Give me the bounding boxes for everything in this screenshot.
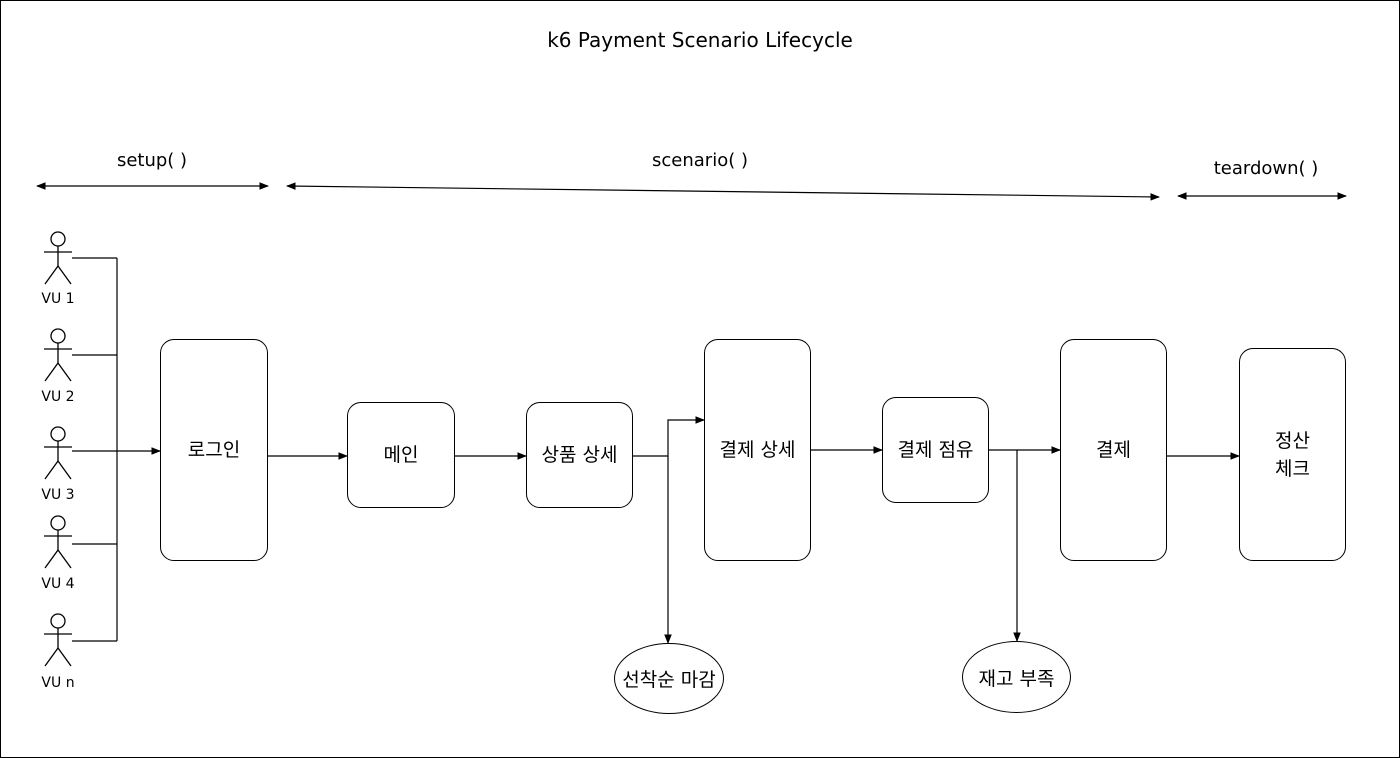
step-login-label: 로그인: [187, 439, 241, 461]
actor-label: VU 3: [41, 487, 75, 503]
step-product-detail: 상품 상세: [526, 402, 633, 508]
actor-vu4-icon: [44, 515, 72, 569]
outcome-out-of-stock: 재고 부족: [962, 641, 1071, 713]
actor-connectors: [72, 257, 118, 642]
actor-label: VU 2: [41, 389, 75, 405]
step-payment-label: 결제: [1096, 439, 1131, 461]
outcome-sold-out-label: 선착순 마감: [622, 669, 716, 691]
step-login: 로그인: [160, 339, 268, 561]
phase-label-scenario: scenario( ): [652, 150, 748, 171]
step-payment-hold: 결제 점유: [882, 397, 989, 503]
actor-vu2-icon: [44, 328, 72, 382]
actor-vu1-icon: [44, 231, 72, 285]
actor-vu3-icon: [44, 426, 72, 480]
actor-label: VU 1: [41, 291, 75, 307]
arrow-product-to-payment-detail: [633, 416, 705, 457]
step-settlement-check-label: 정산 체크: [1275, 429, 1310, 480]
actor-label: VU 4: [41, 576, 75, 592]
actor-label: VU n: [41, 675, 75, 691]
step-settlement-check: 정산 체크: [1239, 348, 1346, 561]
actor-vun-icon: [44, 613, 72, 667]
phase-label-teardown: teardown( ): [1213, 158, 1319, 179]
phase-label-setup: setup( ): [116, 150, 188, 171]
step-payment: 결제: [1060, 339, 1167, 561]
step-payment-hold-label: 결제 점유: [897, 439, 974, 461]
outcome-sold-out: 선착순 마감: [614, 643, 724, 714]
step-main-label: 메인: [383, 444, 419, 466]
outcome-out-of-stock-label: 재고 부족: [978, 667, 1055, 690]
step-main: 메인: [347, 402, 455, 508]
step-payment-detail-label: 결제 상세: [719, 439, 796, 461]
step-product-detail-label: 상품 상세: [541, 444, 618, 466]
scenario-range-arrow: [286, 182, 1160, 201]
diagram-title: k6 Payment Scenario Lifecycle: [547, 28, 853, 52]
step-payment-detail: 결제 상세: [704, 339, 811, 561]
